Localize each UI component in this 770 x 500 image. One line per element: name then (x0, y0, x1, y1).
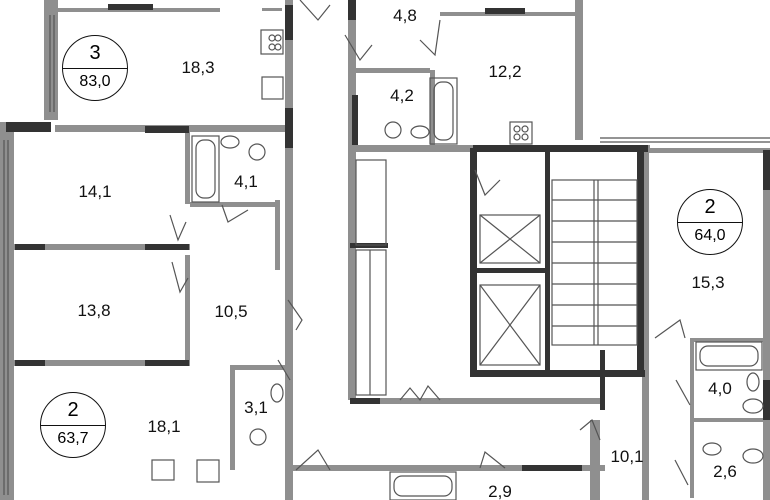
room-area-label: 4,2 (390, 86, 414, 105)
stair-steps (552, 199, 637, 327)
badge-divider (678, 222, 742, 223)
room-area-label: 10,1 (610, 447, 644, 466)
fixtures (3, 0, 770, 500)
room-area-label: 4,1 (234, 172, 258, 191)
room-area-label: 3,1 (244, 398, 268, 417)
badge-divider (41, 425, 105, 426)
apartment-area: 83,0 (79, 73, 111, 90)
room-area-label: 18,3 (181, 58, 215, 77)
apartment-area: 63,7 (57, 430, 89, 447)
room-area-label: 2,6 (713, 462, 737, 481)
room-area-label: 13,8 (77, 301, 111, 320)
room-area-label: 18,1 (147, 417, 181, 436)
apartment-rooms: 2 (67, 399, 79, 421)
room-area-label: 4,8 (393, 6, 417, 25)
apartment-rooms: 3 (89, 42, 101, 64)
room-area-label: 14,1 (78, 182, 112, 201)
apartment-badge-2room-left: 2 63,7 (40, 392, 106, 458)
room-area-label: 12,2 (488, 62, 522, 81)
room-area-label: 2,9 (488, 482, 512, 500)
badge-divider (63, 68, 127, 69)
apartment-rooms: 2 (704, 196, 716, 218)
bearing-walls (6, 0, 770, 471)
room-area-label: 10,5 (214, 302, 248, 321)
apartment-area: 64,0 (694, 227, 726, 244)
room-area-label: 4,0 (708, 379, 732, 398)
apartment-badge-2room-right: 2 64,0 (677, 189, 743, 255)
room-area-label: 15,3 (691, 273, 725, 292)
apartment-badge-3room: 3 83,0 (62, 35, 128, 101)
